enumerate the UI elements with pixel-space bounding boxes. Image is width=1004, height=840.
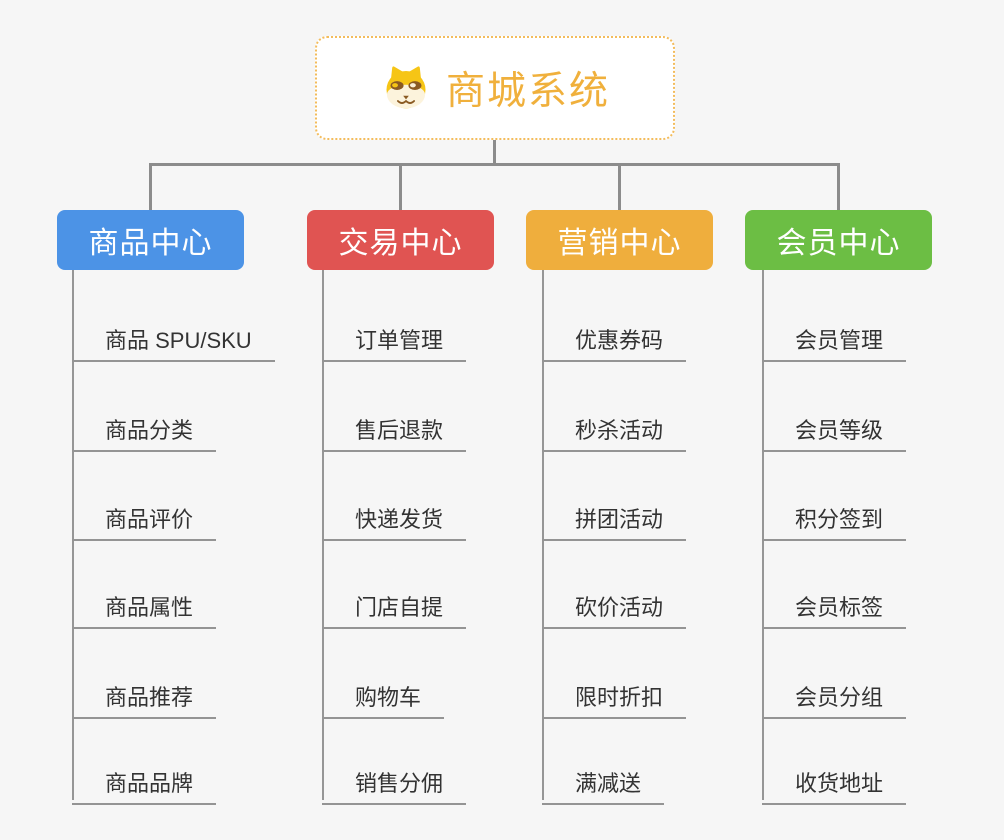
branch-node-trade-center[interactable]: 交易中心 [307,210,494,270]
leaf-node[interactable]: 售后退款 [322,407,467,452]
connector-drop [837,163,840,210]
connector-column-line [542,270,544,800]
leaf-node[interactable]: 商品品牌 [72,760,217,805]
connector-column-line [762,270,764,800]
leaf-node[interactable]: 满减送 [542,760,665,805]
leaf-node[interactable]: 购物车 [322,674,445,719]
connector-drop [399,163,402,210]
root-node-mall-system[interactable]: 商城系统 [315,36,675,140]
branch-node-member-center[interactable]: 会员中心 [745,210,932,270]
leaf-node[interactable]: 快递发货 [322,496,467,541]
leaf-node[interactable]: 砍价活动 [542,584,687,629]
connector-root-stem [493,140,496,165]
leaf-node[interactable]: 商品评价 [72,496,217,541]
connector-trunk [149,163,840,166]
connector-column-line [322,270,324,800]
leaf-node[interactable]: 收货地址 [762,760,907,805]
leaf-node[interactable]: 会员标签 [762,584,907,629]
leaf-node[interactable]: 拼团活动 [542,496,687,541]
leaf-node[interactable]: 积分签到 [762,496,907,541]
leaf-node[interactable]: 门店自提 [322,584,467,629]
leaf-node[interactable]: 订单管理 [322,317,467,362]
shiba-dog-icon [380,62,432,114]
connector-column-line [72,270,74,800]
leaf-node[interactable]: 秒杀活动 [542,407,687,452]
connector-drop [149,163,152,210]
leaf-node[interactable]: 商品推荐 [72,674,217,719]
leaf-node[interactable]: 限时折扣 [542,674,687,719]
leaf-node[interactable]: 商品属性 [72,584,217,629]
branch-node-marketing-center[interactable]: 营销中心 [526,210,713,270]
leaf-node[interactable]: 会员分组 [762,674,907,719]
leaf-node[interactable]: 销售分佣 [322,760,467,805]
root-title: 商城系统 [445,70,610,113]
leaf-node[interactable]: 优惠券码 [542,317,687,362]
leaf-node[interactable]: 会员等级 [762,407,907,452]
leaf-node[interactable]: 商品 SPU/SKU [72,317,275,362]
branch-node-product-center[interactable]: 商品中心 [57,210,244,270]
connector-drop [618,163,621,210]
leaf-node[interactable]: 会员管理 [762,317,907,362]
leaf-node[interactable]: 商品分类 [72,407,217,452]
